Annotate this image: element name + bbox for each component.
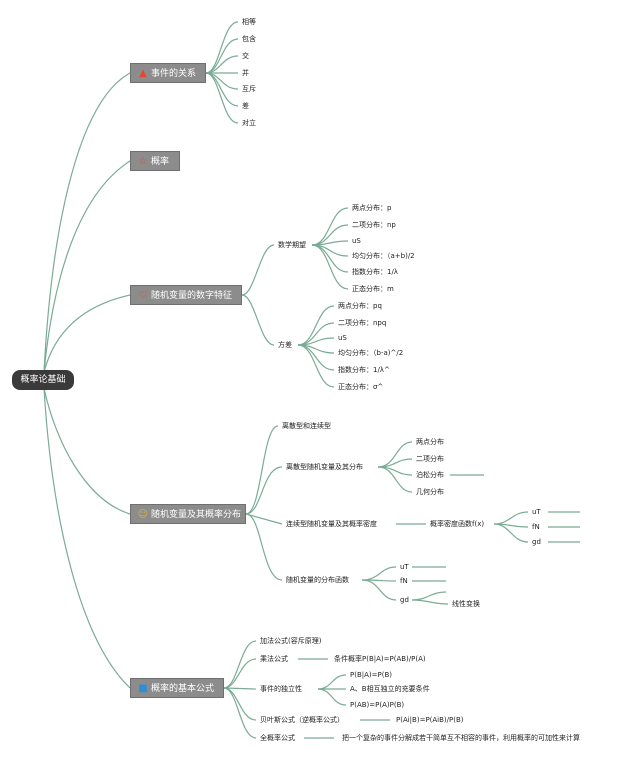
topic-label: 事件的关系 xyxy=(151,69,197,79)
discrete-item[interactable]: 两点分布 xyxy=(416,438,444,446)
expectation-item[interactable]: 正态分布：m xyxy=(352,285,394,293)
independence-node[interactable]: 事件的独立性 xyxy=(260,685,302,693)
topic-label: 概率的基本公式 xyxy=(151,684,215,694)
relation-item[interactable]: 对立 xyxy=(242,119,256,127)
expectation-item[interactable]: 指数分布：1/λ xyxy=(352,268,398,276)
density-item[interactable]: uT xyxy=(532,508,541,516)
expectation-node[interactable]: 数学期望 xyxy=(278,241,306,249)
topic-basic-formulas[interactable]: ■概率的基本公式 xyxy=(130,678,224,698)
topic-label: 随机变量的数字特征 xyxy=(151,291,233,301)
variance-item[interactable]: 指数分布：1/λ^ xyxy=(338,366,390,374)
continuous-node[interactable]: 连续型随机变量及其概率密度 xyxy=(286,520,377,528)
relation-item[interactable]: 相等 xyxy=(242,18,256,26)
expectation-item[interactable]: 二项分布：np xyxy=(352,221,396,229)
discrete-item[interactable]: 几何分布 xyxy=(416,488,444,496)
bayes-node[interactable]: 贝叶斯公式（逆概率公式） xyxy=(260,716,344,724)
independence-item[interactable]: P(B|A)=P(B) xyxy=(350,671,392,679)
smiley-icon: ☺ xyxy=(137,509,149,520)
discrete-item[interactable]: 二项分布 xyxy=(416,455,444,463)
total-probability-desc[interactable]: 把一个复杂的事件分解成若干简单互不相容的事件，利用概率的可加性来计算 xyxy=(342,734,580,742)
density-item[interactable]: fN xyxy=(532,523,540,531)
topic-label: 随机变量及其概率分布 xyxy=(151,510,242,520)
multiplication-formula[interactable]: 乘法公式 xyxy=(260,655,288,663)
density-node[interactable]: 概率密度函数f(x) xyxy=(430,520,485,528)
variance-item[interactable]: 正态分布：σ^ xyxy=(338,383,384,391)
topic-random-variable-distribution[interactable]: ☺随机变量及其概率分布 xyxy=(130,504,246,524)
relation-item[interactable]: 并 xyxy=(242,69,249,77)
relation-item[interactable]: 互斥 xyxy=(242,85,256,93)
cdf-node[interactable]: 随机变量的分布函数 xyxy=(286,576,349,584)
expectation-item[interactable]: 两点分布：p xyxy=(352,204,392,212)
cdf-item[interactable]: gd xyxy=(400,596,409,604)
independence-item[interactable]: P(AB)=P(A)P(B) xyxy=(350,701,405,709)
total-probability-node[interactable]: 全概率公式 xyxy=(260,734,295,742)
variance-item[interactable]: uS xyxy=(338,334,347,342)
expectation-item[interactable]: 均匀分布：（a+b)/2 xyxy=(352,252,415,260)
star-icon: ☆ xyxy=(138,156,148,167)
heart-icon: ♡ xyxy=(138,290,148,301)
variance-item[interactable]: 两点分布：pq xyxy=(338,302,382,310)
density-item[interactable]: gd xyxy=(532,538,541,546)
topic-event-relations[interactable]: ▲ 事件的关系 xyxy=(130,63,206,83)
addition-formula[interactable]: 加法公式(容斥原理) xyxy=(260,637,322,645)
conditional-probability[interactable]: 条件概率P(B|A)=P(AB)/P(A) xyxy=(334,655,426,663)
cdf-item[interactable]: uT xyxy=(400,563,409,571)
bayes-formula[interactable]: P(Ai|B)=P(AiB)/P(B) xyxy=(396,716,464,724)
relation-item[interactable]: 包含 xyxy=(242,35,256,43)
variance-item[interactable]: 二项分布：npq xyxy=(338,319,387,327)
root-topic[interactable]: 概率论基础 xyxy=(12,370,74,390)
topic-numeric-features[interactable]: ♡随机变量的数字特征 xyxy=(130,285,242,305)
relation-item[interactable]: 差 xyxy=(242,102,249,110)
square-icon: ■ xyxy=(138,683,148,694)
discrete-continuous-node[interactable]: 离散型和连续型 xyxy=(282,422,331,430)
topic-label: 概率 xyxy=(151,157,170,167)
variance-node[interactable]: 方差 xyxy=(278,341,292,349)
expectation-item[interactable]: uS xyxy=(352,237,361,245)
independence-item[interactable]: A、B相互独立的充要条件 xyxy=(350,685,430,693)
fire-icon: ▲ xyxy=(139,68,147,79)
variance-item[interactable]: 均匀分布：（b-a)^/2 xyxy=(338,349,404,357)
cdf-item[interactable]: fN xyxy=(400,577,408,585)
discrete-item[interactable]: 泊松分布 xyxy=(416,471,444,479)
relation-item[interactable]: 交 xyxy=(242,52,249,60)
discrete-node[interactable]: 离散型随机变量及其分布 xyxy=(286,463,363,471)
linear-transform-node[interactable]: 线性变换 xyxy=(452,600,480,608)
topic-probability[interactable]: ☆概率 xyxy=(130,151,180,171)
